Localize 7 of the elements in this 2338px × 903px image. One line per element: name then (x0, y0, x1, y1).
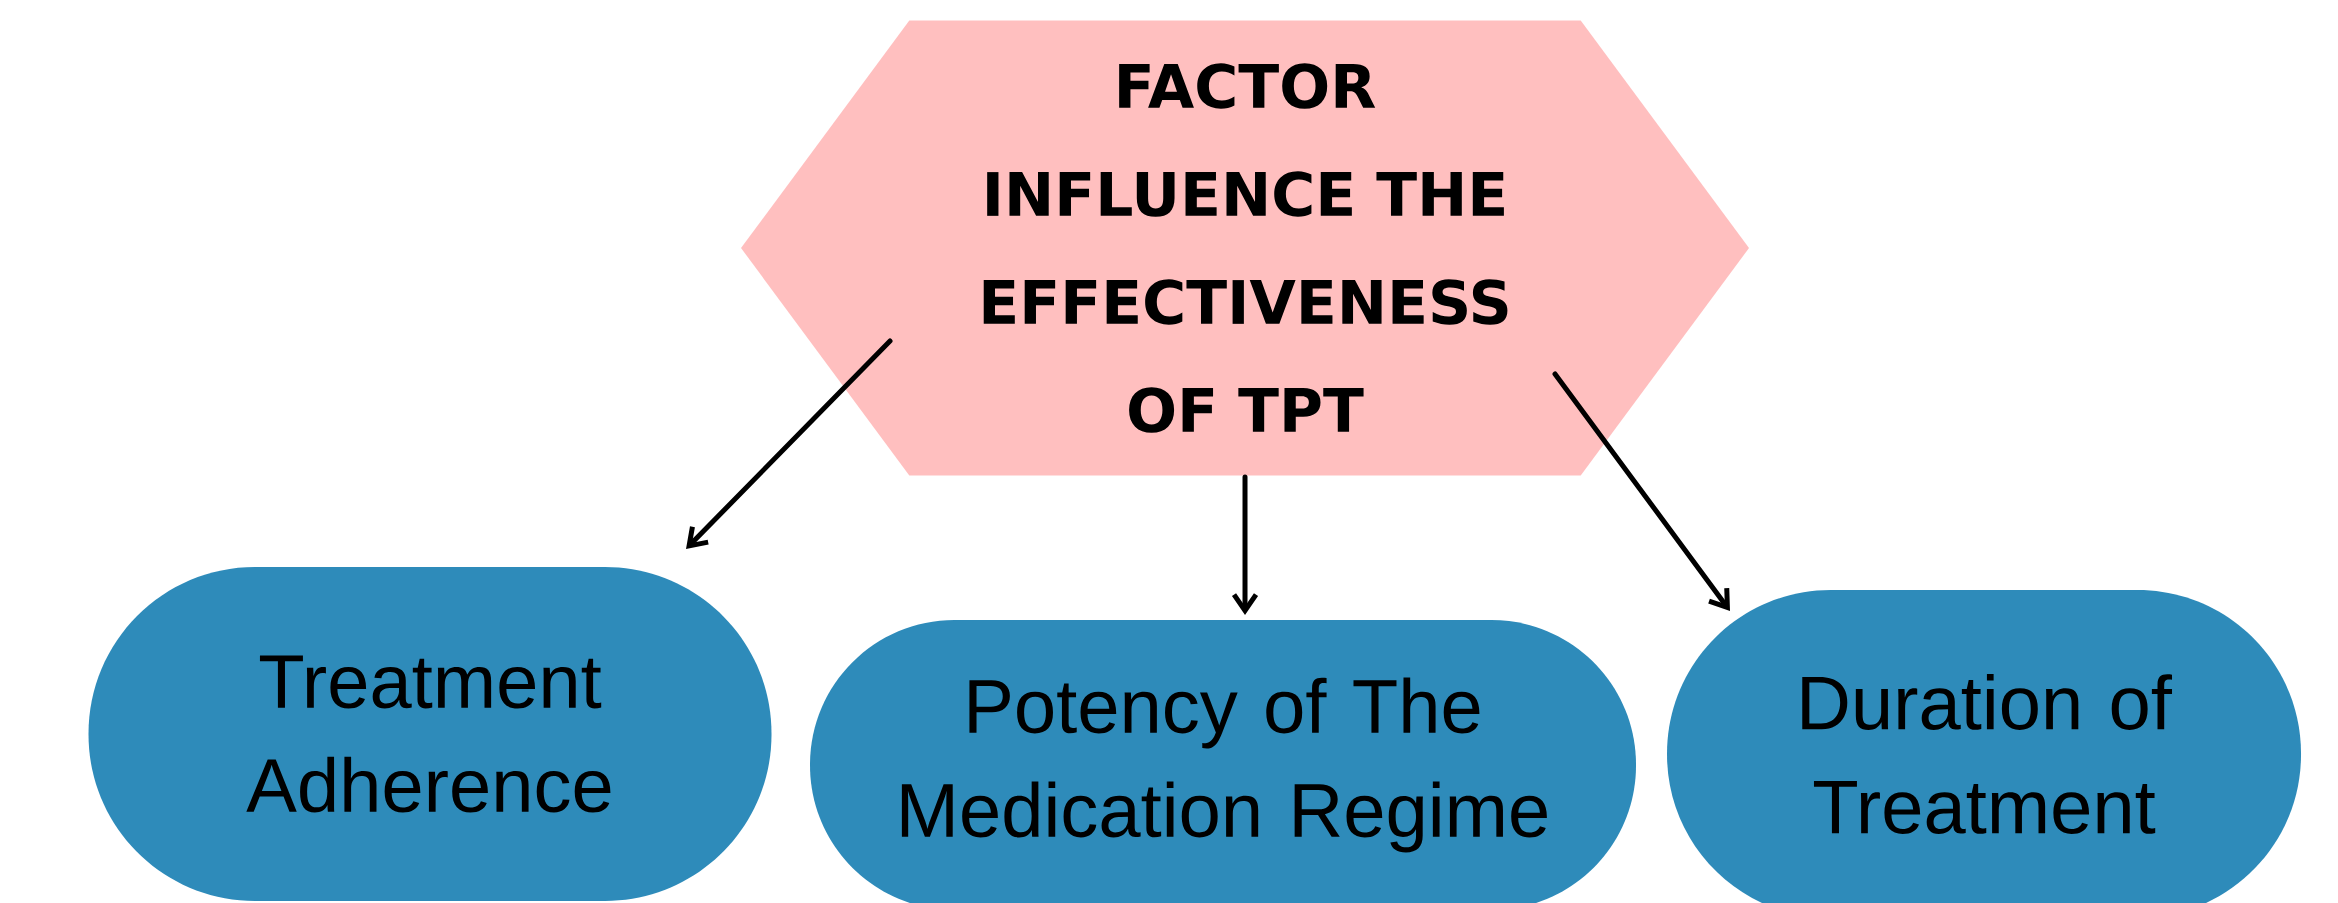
arrow (1552, 371, 1731, 611)
hexagon-node: FACTOR INFLUENCE THE EFFECTIVENESS OF TPT (741, 20, 1749, 476)
rounded-box: Potency of The Medication Regime (810, 620, 1636, 903)
rounded-box: Treatment Adherence (88, 567, 772, 901)
rounded-box: Duration of Treatment (1667, 590, 2301, 903)
arrow (1231, 474, 1259, 615)
arrow (686, 338, 893, 549)
